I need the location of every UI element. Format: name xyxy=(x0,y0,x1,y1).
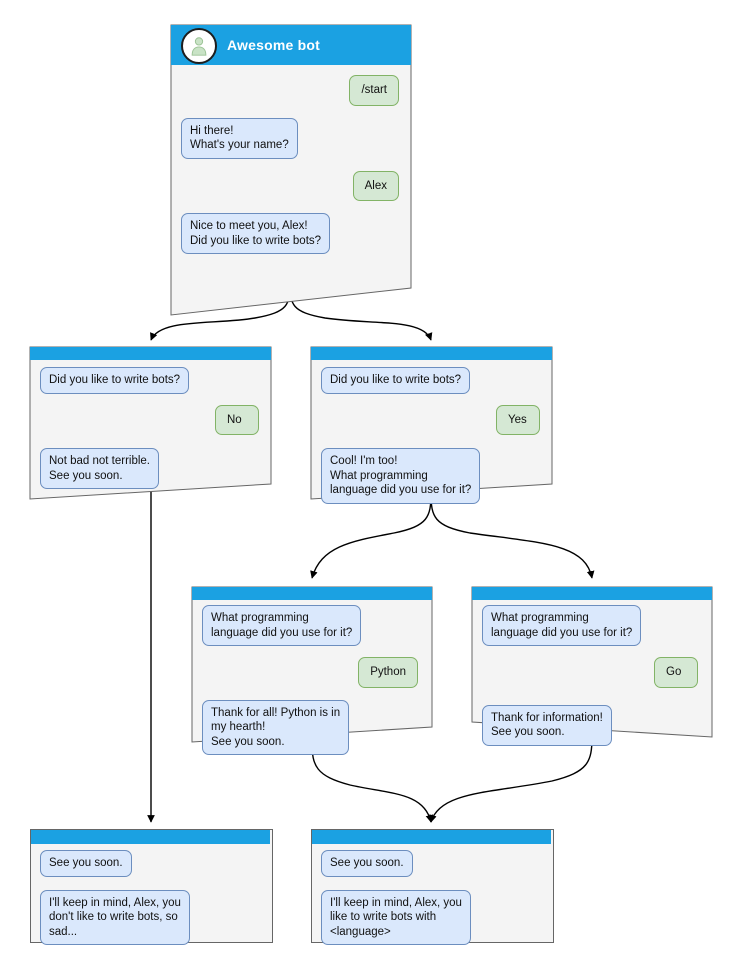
node-answer-no[interactable]: Did you like to write bots? No Not bad n… xyxy=(29,346,272,500)
node-start-title: Awesome bot xyxy=(227,37,320,53)
node-lang-go-header xyxy=(472,587,712,601)
message-bubble-bot[interactable]: Did you like to write bots? xyxy=(321,367,471,394)
message-bubble-bot[interactable]: Hi there! What's your name? xyxy=(181,117,298,159)
node-end-happy-header xyxy=(312,830,551,844)
message-bubble-user[interactable]: Go xyxy=(654,657,698,688)
message-bubble-bot[interactable]: Thank for information! See you soon. xyxy=(482,704,612,746)
person-glyph-icon xyxy=(191,37,207,56)
person-avatar-icon xyxy=(181,28,217,64)
node-end-happy-chat-body: See you soon. I'll keep in mind, Alex, y… xyxy=(311,845,552,954)
node-answer-no-chat-body: Did you like to write bots? No Not bad n… xyxy=(30,361,271,498)
node-lang-python-header xyxy=(192,587,432,601)
node-end-sad[interactable]: See you soon. I'll keep in mind, Alex, y… xyxy=(30,829,273,945)
node-answer-yes[interactable]: Did you like to write bots? Yes Cool! I'… xyxy=(310,346,553,504)
message-bubble-bot[interactable]: I'll keep in mind, Alex, you don't like … xyxy=(40,889,190,945)
node-lang-python-chat-body: What programming language did you use fo… xyxy=(192,601,432,764)
message-bubble-bot[interactable]: What programming language did you use fo… xyxy=(482,605,642,646)
message-bubble-user[interactable]: /start xyxy=(349,75,399,106)
message-bubble-user[interactable]: Alex xyxy=(352,170,399,201)
node-answer-no-header xyxy=(30,347,271,361)
message-bubble-user[interactable]: Yes xyxy=(496,404,540,435)
message-bubble-bot[interactable]: I'll keep in mind, Alex, you like to wri… xyxy=(321,889,471,945)
message-bubble-bot[interactable]: Thank for all! Python is in my hearth! S… xyxy=(202,699,350,755)
node-lang-python[interactable]: What programming language did you use fo… xyxy=(191,586,433,755)
node-answer-yes-header xyxy=(311,347,552,361)
message-bubble-bot[interactable]: What programming language did you use fo… xyxy=(202,605,362,646)
message-bubble-bot[interactable]: See you soon. xyxy=(321,850,413,877)
node-end-sad-chat-body: See you soon. I'll keep in mind, Alex, y… xyxy=(30,845,271,954)
node-end-sad-header xyxy=(31,830,270,844)
node-answer-yes-chat-body: Did you like to write bots? Yes Cool! I'… xyxy=(311,361,552,513)
message-bubble-bot[interactable]: Not bad not terrible. See you soon. xyxy=(40,448,160,489)
node-start-header: Awesome bot xyxy=(171,25,411,65)
message-bubble-bot[interactable]: Nice to meet you, Alex! Did you like to … xyxy=(181,213,331,254)
message-bubble-bot[interactable]: See you soon. xyxy=(40,850,132,877)
message-bubble-bot[interactable]: Cool! I'm too! What programming language… xyxy=(321,448,481,504)
node-lang-go-chat-body: What programming language did you use fo… xyxy=(472,601,712,755)
node-lang-go[interactable]: What programming language did you use fo… xyxy=(471,586,713,746)
message-bubble-user[interactable]: No xyxy=(215,404,259,435)
node-start[interactable]: Awesome bot /start Hi there! What's your… xyxy=(170,24,412,316)
message-bubble-bot[interactable]: Did you like to write bots? xyxy=(40,367,190,394)
node-start-chat-body: /start Hi there! What's your name? Alex … xyxy=(171,65,411,263)
message-bubble-user[interactable]: Python xyxy=(358,657,418,688)
node-end-happy[interactable]: See you soon. I'll keep in mind, Alex, y… xyxy=(311,829,554,945)
